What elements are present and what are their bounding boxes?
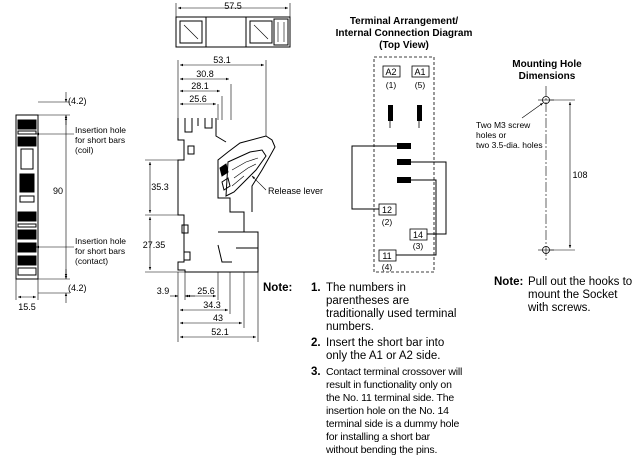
insertion-coil-label-2: for short bars [75, 135, 125, 145]
terminal-title-2: Internal Connection Diagram [336, 28, 473, 39]
dim-43: 43 [213, 313, 223, 323]
insertion-coil-label-3: (coil) [75, 145, 94, 155]
dim-front-top-offset: (4.2) [68, 96, 87, 106]
insertion-contact-label-2: for short bars [75, 246, 125, 256]
notes-label: Note: [263, 282, 293, 294]
mounting-note-label: Note: [494, 276, 524, 288]
mounting-note-line-1: Pull out the hooks to [528, 276, 633, 288]
terminal-a1-label: A1 [414, 67, 425, 77]
dim-53-1: 53.1 [213, 55, 231, 65]
note-number: 2. [311, 337, 321, 349]
terminal-12-label: 12 [382, 205, 392, 215]
terminal-diagram [351, 56, 447, 273]
terminal-12-old-number: (2) [382, 217, 393, 227]
dim-front-height: 90 [53, 186, 63, 196]
terminal-title-1: Terminal Arrangement/ [350, 16, 459, 27]
mounting-note: Note: Pull out the hooks to mount the So… [494, 276, 638, 318]
note-item-1: Note: 1. The numbers in parentheses are … [263, 282, 463, 334]
side-view [145, 60, 276, 342]
dim-35-3: 35.3 [151, 182, 169, 192]
terminal-title-3: (Top View) [379, 40, 429, 51]
mounting-title-2: Dimensions [519, 71, 576, 82]
mounting-hole-text-2: holes or [476, 130, 506, 140]
mounting-hole-text-1: Two M3 screw [476, 120, 531, 130]
terminal-14-old-number: (3) [413, 241, 424, 251]
insertion-contact-label-3: (contact) [75, 256, 108, 266]
note-text: Contact terminal crossover will result i… [326, 366, 463, 456]
notes-list: Note: 1. The numbers in parentheses are … [263, 282, 463, 460]
dim-52-1: 52.1 [211, 327, 229, 337]
dim-30-8: 30.8 [196, 69, 214, 79]
terminal-11-old-number: (4) [382, 262, 393, 272]
note-item-3: 3. Contact terminal crossover will resul… [263, 366, 463, 457]
terminal-14-label: 14 [413, 230, 423, 240]
note-item-2: 2. Insert the short bar into only the A1… [263, 337, 463, 363]
terminal-a2-label: A2 [385, 67, 396, 77]
terminal-11-label: 11 [382, 251, 391, 261]
dim-front-width: 15.5 [18, 302, 36, 312]
dim-3-9: 3.9 [157, 286, 170, 296]
terminal-a2-old-number: (1) [386, 80, 397, 90]
note-number: 3. [311, 366, 321, 378]
front-view [15, 92, 74, 303]
dim-27-35: 27.35 [143, 240, 166, 250]
terminal-a1-old-number: (5) [415, 80, 426, 90]
note-number: 1. [311, 282, 321, 294]
dim-25-6-bottom: 25.6 [197, 286, 215, 296]
note-text: Insert the short bar into only the A1 or… [326, 337, 445, 362]
dim-front-bottom-offset: (4.2) [68, 283, 87, 293]
mounting-note-line-3: with screws. [528, 302, 591, 314]
dim-34-3: 34.3 [203, 300, 221, 310]
insertion-coil-label-1: Insertion hole [75, 125, 126, 135]
release-lever-label: Release lever [268, 186, 323, 196]
mounting-hole-diagram [521, 86, 575, 262]
dim-top-width: 57.5 [224, 1, 242, 11]
mounting-title-1: Mounting Hole [512, 59, 582, 70]
top-view [175, 3, 291, 48]
mounting-note-line-2: mount the Socket [528, 289, 618, 301]
dim-25-6-top: 25.6 [189, 94, 207, 104]
note-text: The numbers in parentheses are tradition… [326, 282, 457, 333]
dim-28-1: 28.1 [191, 81, 209, 91]
mounting-hole-text-3: two 3.5-dia. holes [476, 140, 543, 150]
mounting-spacing: 108 [572, 170, 587, 180]
insertion-contact-label-1: Insertion hole [75, 236, 126, 246]
